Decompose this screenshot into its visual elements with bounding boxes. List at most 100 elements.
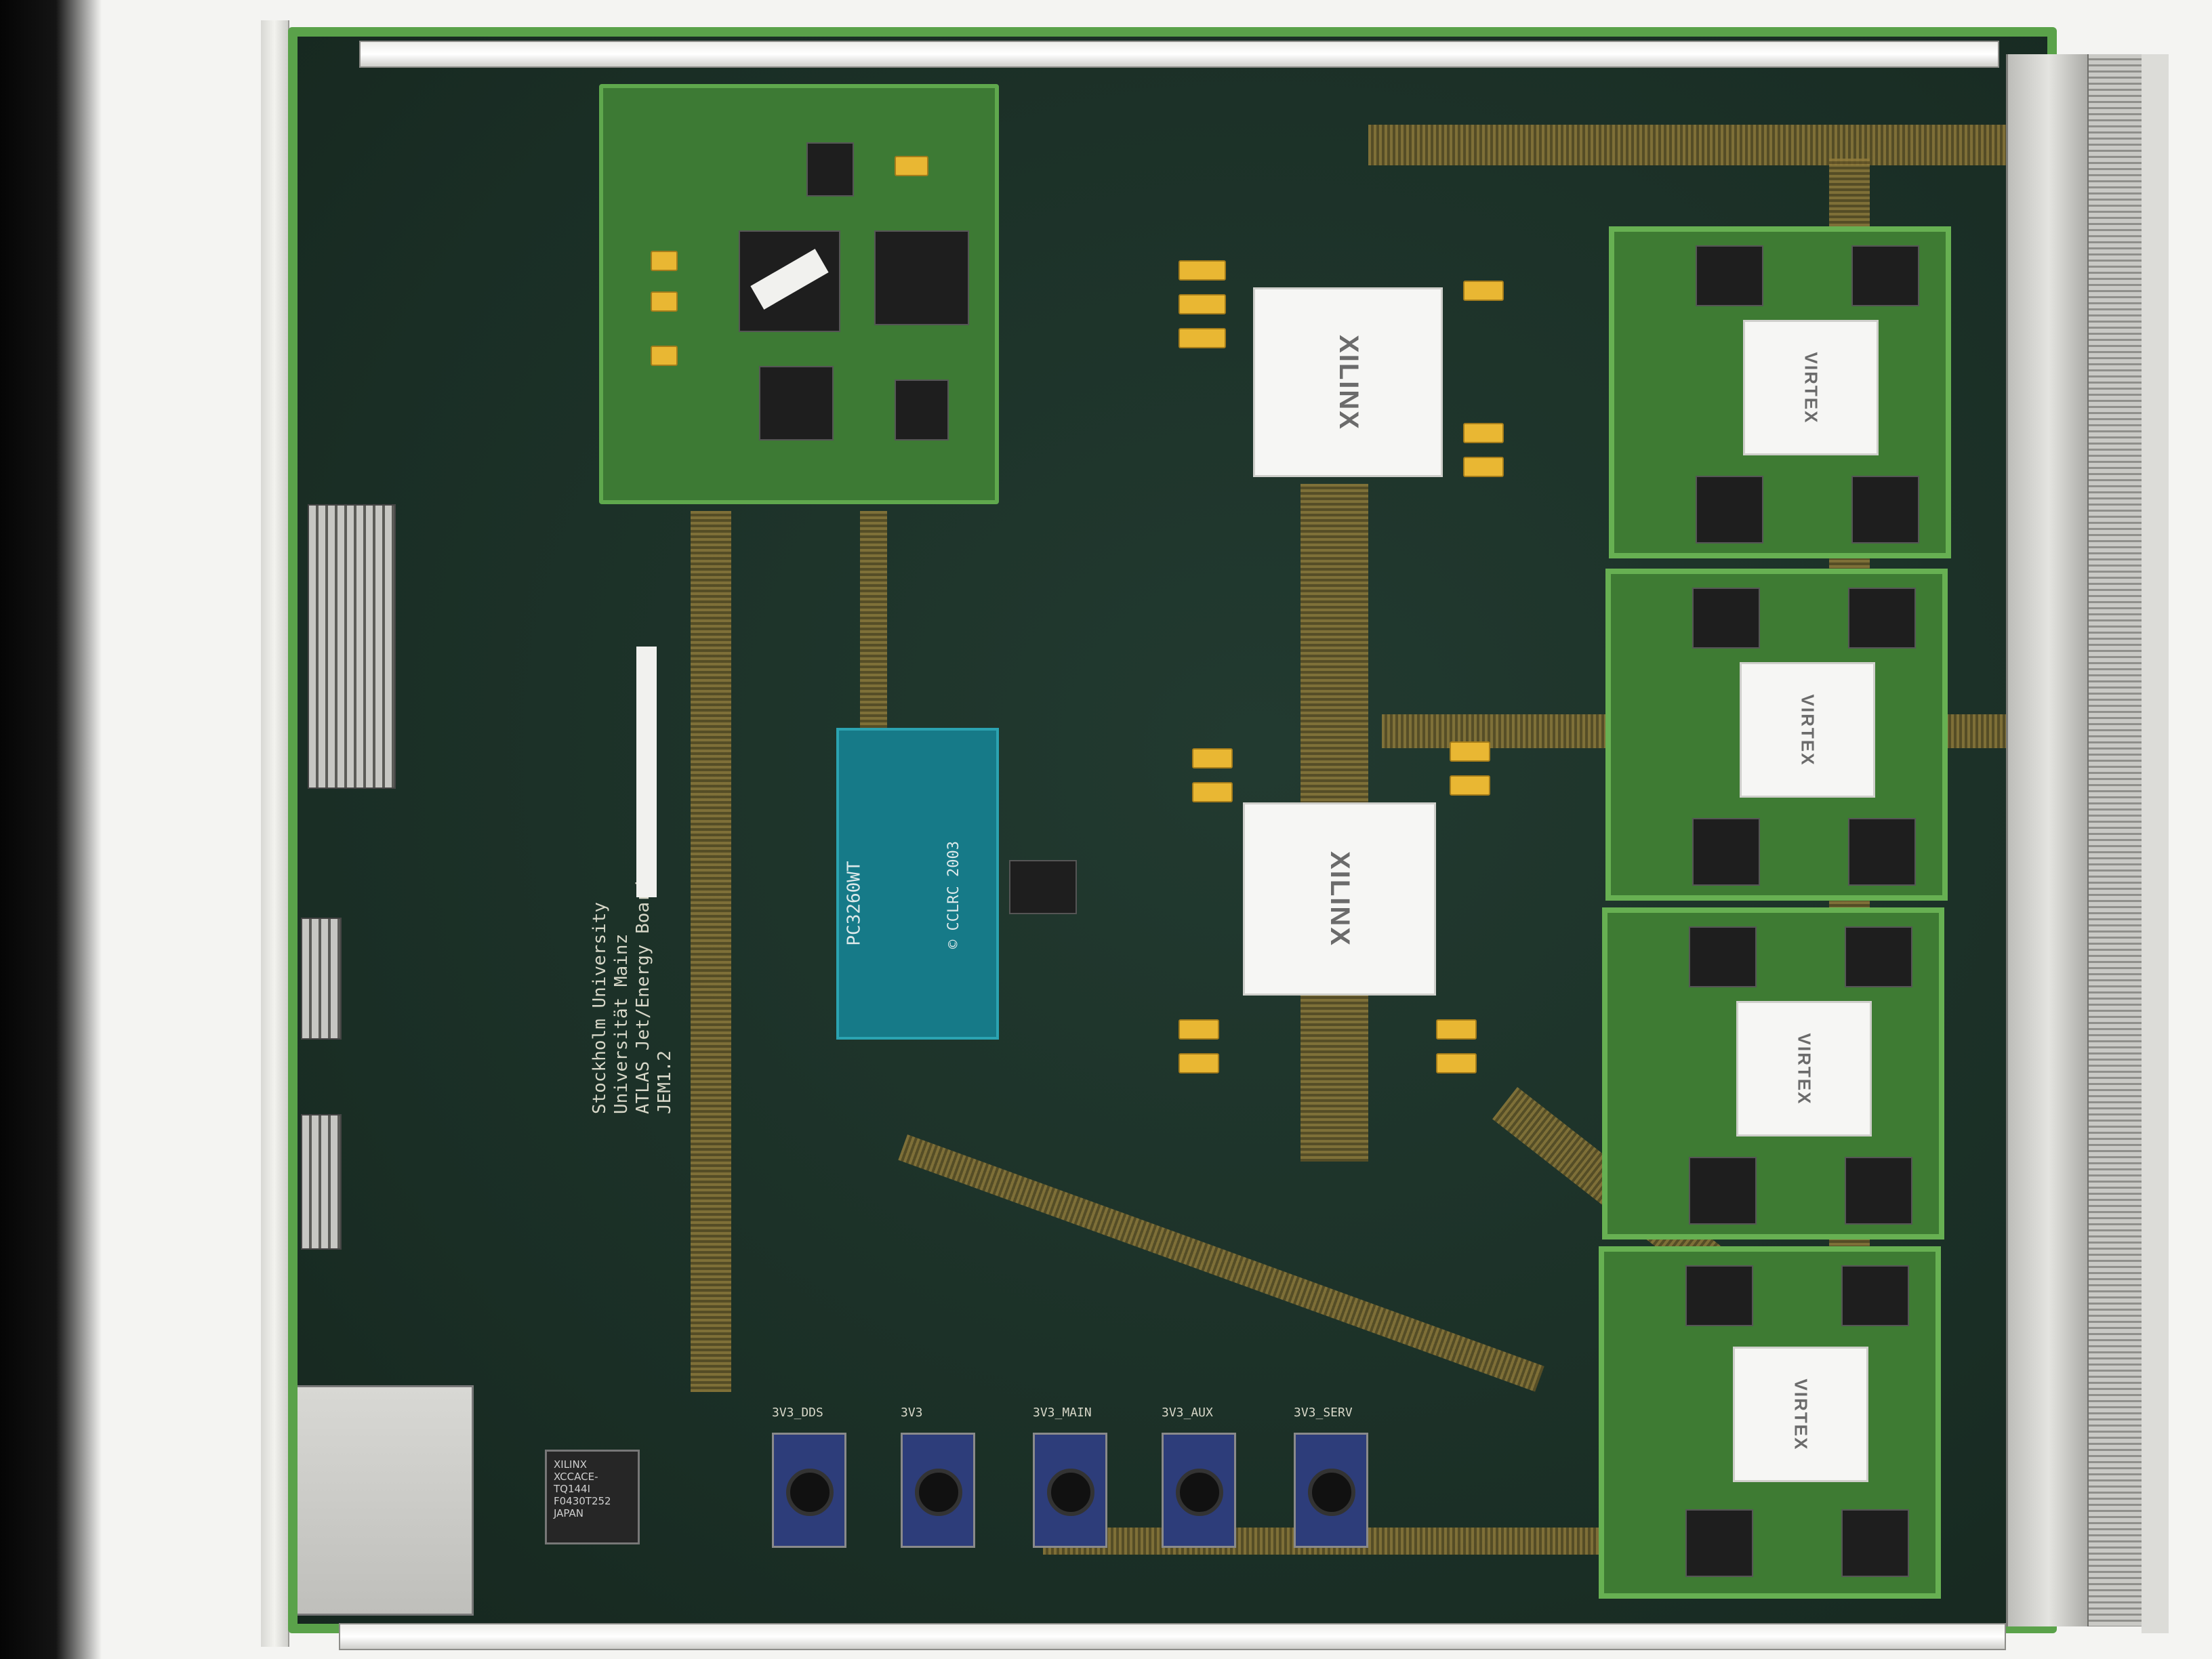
- fpga-label: XILINX: [1333, 334, 1364, 430]
- silk-line: JEM1.2: [655, 1050, 675, 1114]
- silk-line: Stockholm University: [590, 901, 610, 1114]
- pin-header: [308, 504, 396, 789]
- module-fpga: VIRTEX: [1740, 662, 1875, 798]
- chip: [895, 380, 949, 441]
- chip: [1696, 245, 1763, 306]
- chip: [1848, 818, 1916, 886]
- module-fpga-label: VIRTEX: [1790, 1378, 1811, 1450]
- chip: [1841, 1265, 1909, 1326]
- capacitor: [651, 251, 678, 271]
- module-fpga: VIRTEX: [1736, 1001, 1872, 1136]
- trace-bundle: [1368, 125, 2047, 165]
- chip: [874, 230, 969, 325]
- silk-line: Universität Mainz: [611, 933, 632, 1114]
- capacitor: [1450, 775, 1490, 796]
- capacitor: [1192, 748, 1233, 769]
- cpld-line: F0430T252: [554, 1495, 611, 1507]
- module-fpga: VIRTEX: [1733, 1347, 1868, 1482]
- capacitor: [1436, 1019, 1477, 1040]
- capacitor: [895, 156, 928, 176]
- right-card-rail: [2006, 54, 2089, 1626]
- board-silkscreen: Stockholm University Universität Mainz A…: [589, 881, 676, 1114]
- capacitor: [1179, 260, 1226, 281]
- power-regulator-row: 3V3_DDS 3V3 3V3_MAIN 3V3_AUX 3V3_SERV: [772, 1385, 1483, 1561]
- trace-bundle: [860, 511, 887, 769]
- backplane-connector: [2087, 54, 2143, 1626]
- module-fpga-label: VIRTEX: [1794, 1033, 1815, 1105]
- cpld-line: XILINX: [554, 1458, 587, 1471]
- module-fpga-label: VIRTEX: [1801, 352, 1822, 424]
- left-card-rail: [261, 20, 289, 1647]
- card-slot: [298, 1385, 474, 1616]
- processor-module: VIRTEX: [1602, 907, 1944, 1240]
- chip: [1845, 926, 1912, 987]
- teal-mezzanine-card: PC3260WT © CCLRC 2003: [836, 728, 999, 1040]
- chip: [1848, 588, 1916, 649]
- cpld-line: XCCACE-TQ144I: [554, 1471, 598, 1495]
- capacitor: [1450, 741, 1490, 762]
- trace-bundle: [691, 511, 731, 1392]
- bottom-stiffener-bar: [339, 1623, 2006, 1650]
- chip: [1689, 1157, 1757, 1225]
- fpga-chip: XILINX: [1253, 287, 1443, 477]
- chip: [1851, 476, 1919, 544]
- chip: [1685, 1265, 1753, 1326]
- regulator-label: 3V3_AUX: [1162, 1406, 1213, 1420]
- top-stiffener-bar: [359, 41, 1999, 68]
- capacitor: [1463, 281, 1504, 301]
- processor-module: VIRTEX: [1605, 569, 1948, 901]
- capacitor: [1179, 1053, 1219, 1073]
- chip: [1009, 860, 1077, 914]
- chip: [806, 142, 854, 197]
- fpga-label: XILINX: [1325, 851, 1355, 947]
- capacitor: [1463, 457, 1504, 477]
- inductor: [786, 1469, 834, 1516]
- rj-connector: [301, 1114, 342, 1250]
- chip: [1696, 476, 1763, 544]
- rj-connector: [301, 918, 342, 1040]
- capacitor: [651, 346, 678, 366]
- chip: [1689, 926, 1757, 987]
- white-label: [636, 647, 657, 897]
- teal-card-copyright: © CCLRC 2003: [945, 841, 962, 949]
- regulator-module: [1162, 1433, 1236, 1548]
- daughter-card: [599, 84, 999, 504]
- chip: [1692, 818, 1760, 886]
- chip-label: [750, 249, 829, 310]
- chip: [1845, 1157, 1912, 1225]
- inductor: [1308, 1469, 1355, 1516]
- module-fpga-label: VIRTEX: [1797, 694, 1818, 766]
- teal-card-label: PC3260WT: [844, 861, 865, 946]
- silk-line: ATLAS Jet/Energy Board: [633, 880, 653, 1114]
- regulator-label: 3V3_MAIN: [1033, 1406, 1092, 1420]
- regulator-label: 3V3_SERV: [1294, 1406, 1353, 1420]
- cpld-line: JAPAN: [554, 1507, 583, 1519]
- chip: [1692, 588, 1760, 649]
- chip: [739, 230, 840, 332]
- regulator-module: [772, 1433, 846, 1548]
- cpld-chip: XILINX XCCACE-TQ144I F0430T252 JAPAN: [545, 1450, 640, 1544]
- regulator-label: 3V3_DDS: [772, 1406, 823, 1420]
- right-edge: [2142, 54, 2169, 1633]
- fpga-chip: XILINX: [1243, 802, 1436, 996]
- dark-shadow: [0, 0, 102, 1659]
- processor-module: VIRTEX: [1609, 226, 1951, 558]
- capacitor: [1179, 294, 1226, 314]
- capacitor: [651, 291, 678, 312]
- circuit-board: Stockholm University Universität Mainz A…: [288, 27, 2057, 1633]
- capacitor: [1179, 1019, 1219, 1040]
- inductor: [1047, 1469, 1094, 1516]
- regulator-module: [901, 1433, 975, 1548]
- chip: [1685, 1509, 1753, 1577]
- capacitor: [1192, 782, 1233, 802]
- chip: [759, 366, 834, 441]
- regulator-module: [1294, 1433, 1368, 1548]
- inductor: [1176, 1469, 1223, 1516]
- chip: [1841, 1509, 1909, 1577]
- module-fpga: VIRTEX: [1743, 320, 1879, 455]
- inductor: [915, 1469, 962, 1516]
- regulator-label: 3V3: [901, 1406, 923, 1420]
- capacitor: [1436, 1053, 1477, 1073]
- regulator-module: [1033, 1433, 1107, 1548]
- chip: [1851, 245, 1919, 306]
